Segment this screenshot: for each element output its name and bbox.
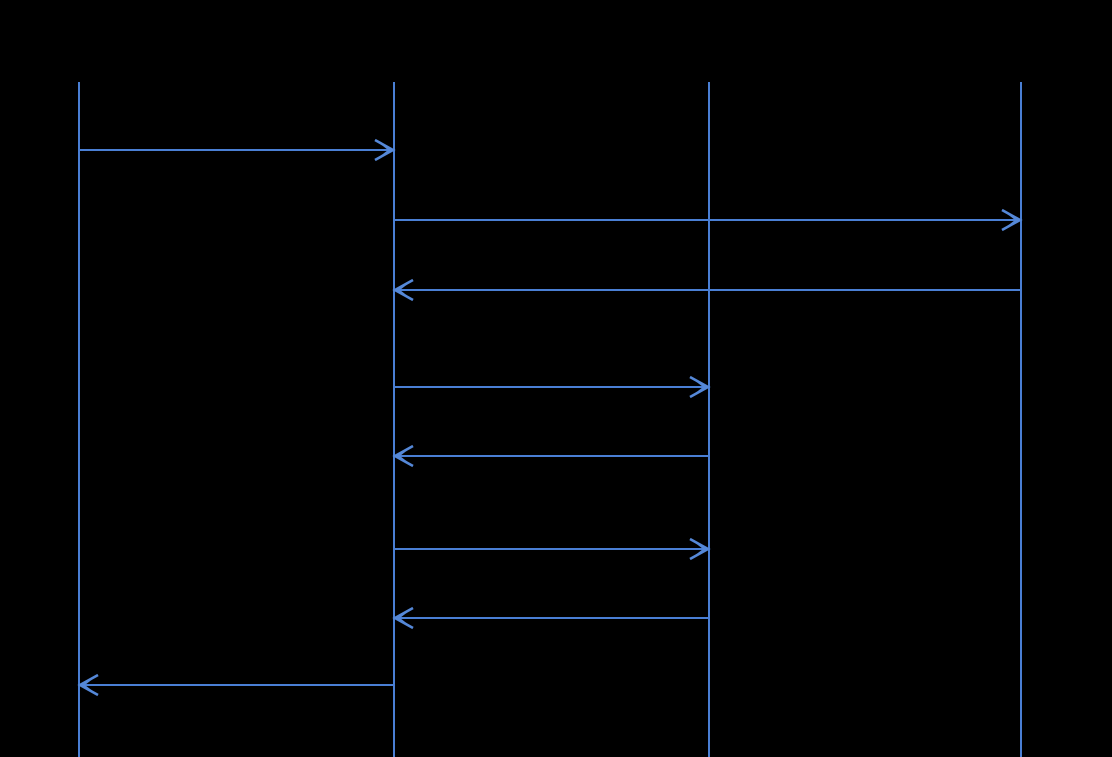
arrow-head-fill-4 [694,380,708,394]
arrow-head-fill-7 [395,611,409,625]
arrow-head-fill-8 [80,678,94,692]
arrow-head-fill-6 [694,542,708,556]
arrow-head-fill-2 [1006,213,1020,227]
arrow-head-fill-1 [379,143,393,157]
lifelines-group [78,82,1022,757]
messages-group [77,138,1023,697]
arrow-head-fill-5 [395,449,409,463]
arrow-head-fill-3 [395,283,409,297]
